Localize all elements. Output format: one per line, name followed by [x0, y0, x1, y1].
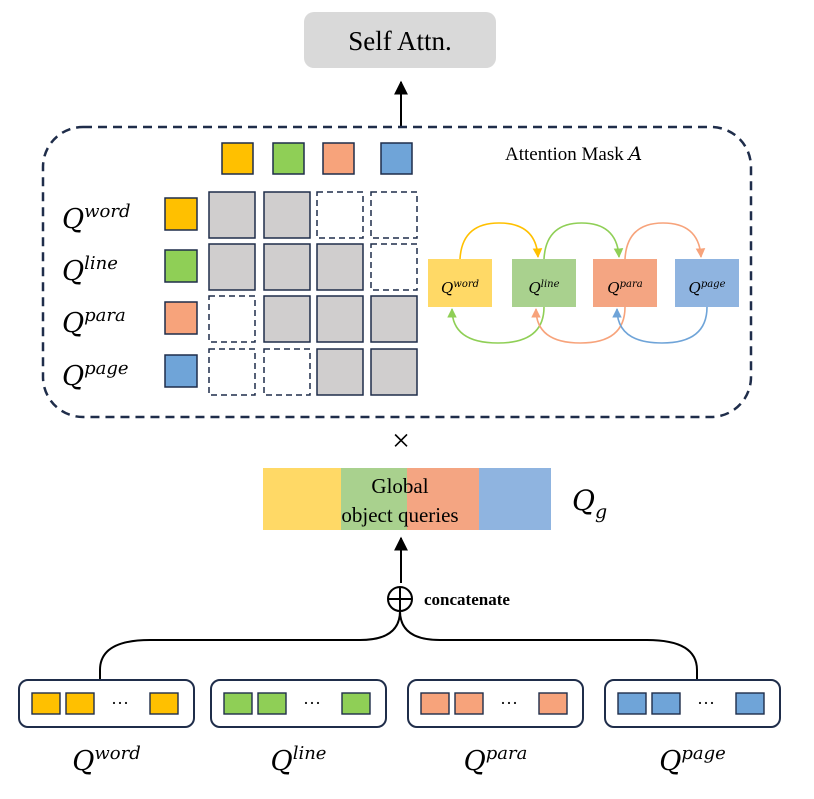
- row-key-page: [164, 354, 198, 388]
- group-query-line-n: [341, 692, 371, 715]
- column-key-para: [322, 142, 355, 175]
- global-label-line2: object queries: [341, 503, 458, 527]
- qg-label: Qg: [572, 484, 607, 523]
- mask-cell-word-0: [208, 191, 256, 239]
- group-ellipsis-word: ···: [111, 693, 129, 713]
- connector-left: [99, 610, 401, 680]
- group-label-para: Qpara: [464, 743, 528, 777]
- graph-node-page: [675, 259, 739, 307]
- self-attn-box: [304, 12, 496, 68]
- row-label-para: Qpara: [62, 305, 126, 339]
- group-query-para-2: [454, 692, 484, 715]
- global-segment-line: [341, 468, 407, 530]
- hierarchy-graph: Qword Qline Qpara Qpage: [428, 222, 739, 344]
- group-label-word: Qword: [72, 743, 141, 777]
- mask-cell-para-3: [370, 295, 418, 343]
- graph-node-word: [428, 259, 492, 307]
- group-query-line-2: [257, 692, 287, 715]
- group-query-page-n: [735, 692, 765, 715]
- mask-cell-para-0: [208, 295, 256, 343]
- group-query-page-1: [617, 692, 647, 715]
- row-label-page: Qpage: [62, 358, 129, 392]
- mask-cell-para-1: [263, 295, 311, 343]
- graph-node-label-para: Qpara: [607, 279, 642, 297]
- group-query-word-2: [65, 692, 95, 715]
- global-segment-page: [479, 468, 551, 530]
- group-box-line: [210, 679, 387, 728]
- mask-cell-word-1: [263, 191, 311, 239]
- global-label-line1: Global: [371, 474, 428, 498]
- global-object-queries-bar: Global object queries: [263, 468, 551, 530]
- group-box-page: [604, 679, 781, 728]
- graph-node-label-page: Qpage: [689, 279, 726, 297]
- graph-node-label-line: Qline: [528, 279, 559, 297]
- group-label-line: Qline: [271, 743, 327, 777]
- group-query-line-1: [223, 692, 253, 715]
- self-attn-block: Self Attn.: [304, 12, 496, 68]
- connector-right: [399, 610, 698, 680]
- query-groups: ··· Qword ··· Qline ··· Qpara ··· Qpage: [18, 679, 781, 777]
- group-ellipsis-line: ···: [303, 693, 321, 713]
- group-box-word: [18, 679, 195, 728]
- group-box-para: [407, 679, 584, 728]
- column-key-page: [380, 142, 413, 175]
- mask-cell-word-2: [316, 191, 364, 239]
- column-key-word: [221, 142, 254, 175]
- forward-arc-word: [459, 222, 543, 260]
- group-query-para-n: [538, 692, 568, 715]
- global-segment-word: [263, 468, 341, 530]
- group-label-page: Qpage: [659, 743, 726, 777]
- column-key-line: [272, 142, 305, 175]
- mask-cell-line-3: [370, 243, 418, 291]
- mask-cell-page-1: [263, 348, 311, 396]
- mask-cell-line-0: [208, 243, 256, 291]
- mask-cell-para-2: [316, 295, 364, 343]
- global-segment-para: [407, 468, 479, 530]
- row-key-para: [164, 301, 198, 335]
- multiply-symbol: ×: [392, 422, 410, 458]
- row-key-word: [164, 197, 198, 231]
- mask-cell-line-2: [316, 243, 364, 291]
- attention-mask-title: Attention Mask A: [505, 143, 642, 165]
- concatenate-op: concatenate: [387, 586, 510, 612]
- mask-cell-page-2: [316, 348, 364, 396]
- group-query-para-1: [420, 692, 450, 715]
- group-query-word-1: [31, 692, 61, 715]
- backward-arc-page: [612, 306, 708, 344]
- mask-cell-line-1: [263, 243, 311, 291]
- attention-mask-container: [41, 125, 753, 419]
- backward-arc-line: [447, 306, 545, 344]
- graph-node-label-word: Qword: [441, 279, 479, 297]
- row-label-word: Qword: [62, 201, 131, 235]
- graph-node-line: [512, 259, 576, 307]
- group-query-page-2: [651, 692, 681, 715]
- mask-cell-page-0: [208, 348, 256, 396]
- self-attn-label: Self Attn.: [348, 26, 452, 56]
- mask-cell-word-3: [370, 191, 418, 239]
- forward-arc-line: [543, 222, 624, 260]
- graph-node-para: [593, 259, 657, 307]
- concatenate-label: concatenate: [424, 590, 510, 609]
- group-query-word-n: [149, 692, 179, 715]
- backward-arc-para: [531, 306, 626, 344]
- group-ellipsis-page: ···: [697, 693, 715, 713]
- row-key-line: [164, 249, 198, 283]
- group-ellipsis-para: ···: [500, 693, 518, 713]
- forward-arc-para: [624, 222, 706, 260]
- row-label-line: Qline: [62, 253, 118, 287]
- mask-cell-page-3: [370, 348, 418, 396]
